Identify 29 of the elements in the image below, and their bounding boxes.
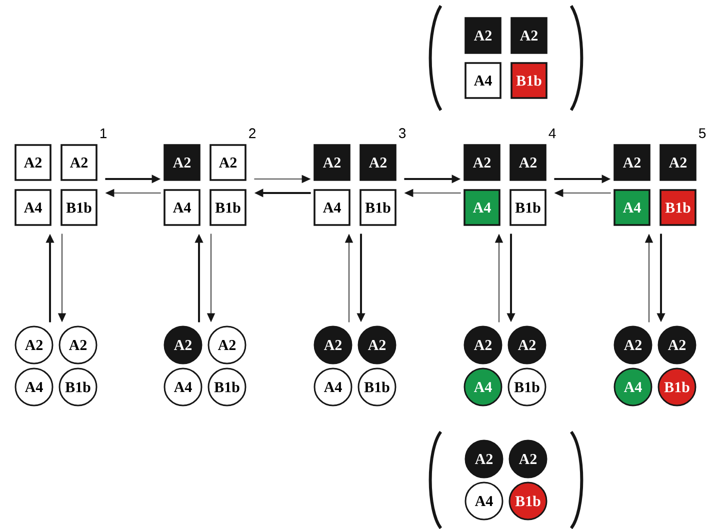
subunit-square: A4 <box>464 62 502 99</box>
subunit-square: A4 <box>614 189 650 226</box>
subunit-square: A4 <box>14 189 52 226</box>
state-number: 4 <box>548 128 556 138</box>
subunit-square: A2 <box>164 144 200 181</box>
subunit-square: A2 <box>14 144 52 181</box>
subunit-square: A2 <box>360 144 396 181</box>
subunit-square: A2 <box>314 144 350 181</box>
subunit-square: B1b <box>60 189 98 226</box>
subunit-square: B1b <box>360 189 396 226</box>
subunit-square: A4 <box>314 189 350 226</box>
state-number: 2 <box>249 128 256 138</box>
subunit-square: A2 <box>614 144 650 181</box>
subunit-square: A2 <box>60 144 98 181</box>
subunit-square: A2 <box>510 144 546 181</box>
state-number: 5 <box>698 128 706 138</box>
subunit-square: A2 <box>210 144 246 181</box>
subunit-square: B1b <box>510 189 546 226</box>
subunit-square: B1b <box>210 189 246 226</box>
subunit-square: B1b <box>510 62 548 99</box>
subunit-square: A2 <box>510 17 548 54</box>
subunit-square: A2 <box>660 144 696 181</box>
subunit-square: A2 <box>464 144 500 181</box>
subunit-square: A2 <box>464 17 502 54</box>
state-number: 1 <box>100 128 106 138</box>
subunit-square: A4 <box>164 189 200 226</box>
subunit-square: A4 <box>464 189 500 226</box>
state-number: 3 <box>398 128 406 138</box>
subunit-square: B1b <box>660 189 696 226</box>
